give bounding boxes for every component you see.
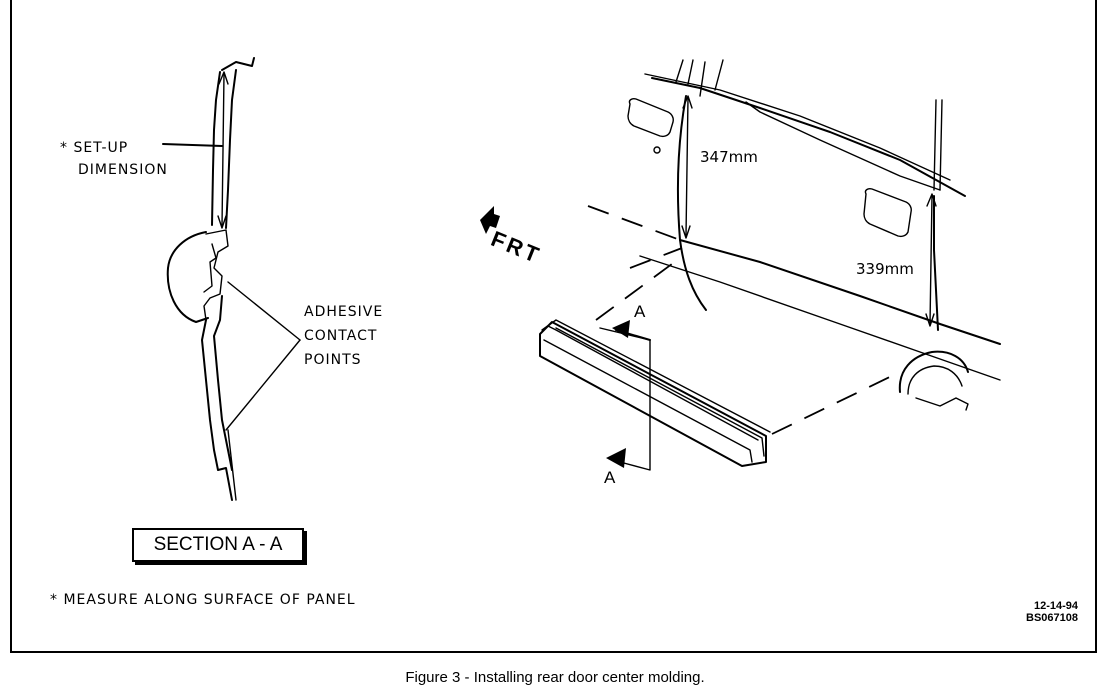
door-view (480, 59, 1001, 471)
measure-note: * MEASURE ALONG SURFACE OF PANEL (50, 592, 356, 608)
setup-label-line2: DIMENSION (78, 162, 168, 178)
adhesive-label-line3: POINTS (304, 352, 362, 368)
drawing-code: 12-14-94 BS067108 (988, 600, 1078, 624)
drawing-date: 12-14-94 (1033, 600, 1078, 612)
section-letter-bottom: A (604, 468, 616, 487)
adhesive-label-line2: CONTACT (304, 328, 378, 344)
section-letter-top: A (634, 302, 646, 321)
adhesive-label-line1: ADHESIVE (304, 304, 384, 320)
figure-frame (10, 0, 1097, 653)
section-label: SECTION A - A (132, 528, 304, 562)
dimension-339: 339mm (856, 260, 914, 278)
drawing-number: BS067108 (1026, 612, 1078, 624)
figure-caption: Figure 3 - Installing rear door center m… (405, 669, 705, 686)
section-profile (162, 57, 301, 501)
dimension-347: 347mm (700, 148, 758, 166)
setup-label-line1: * SET-UP (60, 140, 129, 156)
